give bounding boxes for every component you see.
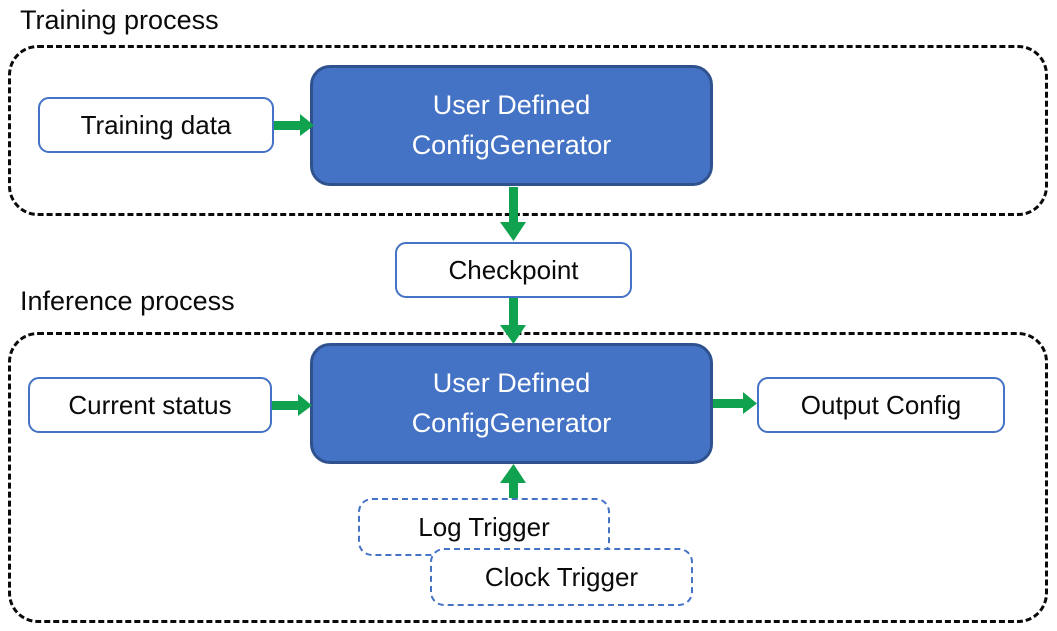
arrow-head [500,325,526,344]
training-generator-node: User Defined ConfigGenerator [310,65,713,186]
current-status-label: Current status [68,389,232,420]
arrow-shaft [509,298,518,327]
inference-generator-line1: User Defined [432,368,591,399]
arrow-head [743,392,757,414]
checkpoint-node: Checkpoint [395,242,632,298]
output-config-node: Output Config [757,377,1005,433]
arrow-shaft [274,121,300,130]
training-generator-line1: User Defined [432,90,591,121]
arrow-generator-to-checkpoint [500,187,526,241]
arrow-head [300,114,314,136]
current-status-node: Current status [28,377,272,433]
arrow-training-data-to-generator [274,114,314,136]
arrow-head [298,394,312,416]
arrow-generator-to-output [713,392,757,414]
arrow-current-status-to-generator [272,394,312,416]
training-process-container [8,45,1048,216]
inference-process-container [8,332,1048,623]
log-trigger-label: Log Trigger [418,511,550,542]
output-config-label: Output Config [800,389,962,420]
training-generator-line2: ConfigGenerator [411,129,612,160]
arrow-shaft [509,187,518,224]
training-data-label: Training data [80,109,232,140]
checkpoint-label: Checkpoint [448,254,579,285]
clock-trigger-node: Clock Trigger [430,548,693,606]
inference-generator-node: User Defined ConfigGenerator [310,343,713,464]
training-data-node: Training data [38,97,274,153]
arrow-triggers-to-generator [500,464,526,498]
inference-process-label: Inference process [20,286,235,316]
arrow-shaft [713,399,743,408]
arrow-shaft [272,401,298,410]
log-trigger-node: Log Trigger [358,498,610,556]
arrow-head [500,222,526,241]
arrow-shaft [509,481,518,498]
training-process-label: Training process [20,5,219,35]
arrow-head [500,464,526,483]
inference-generator-line2: ConfigGenerator [411,407,612,438]
clock-trigger-label: Clock Trigger [484,561,639,592]
arrow-checkpoint-to-inference-generator [500,298,526,344]
